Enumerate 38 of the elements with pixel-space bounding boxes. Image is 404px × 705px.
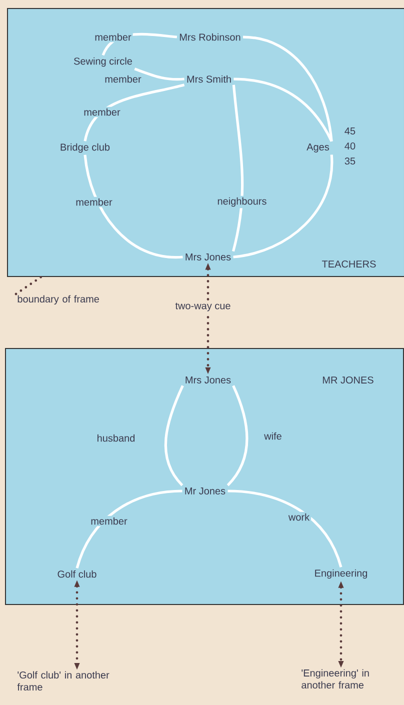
link-line <box>76 490 182 569</box>
edge-label: member <box>93 32 133 42</box>
leader-line <box>14 276 42 296</box>
concept-label: Mr Jones <box>185 488 226 494</box>
edge-label: neighbours <box>216 196 268 208</box>
link-line <box>242 36 333 142</box>
concept-label: Bridge club <box>60 143 110 153</box>
link-line <box>226 385 248 486</box>
note-text: 'Engineering' in another frame <box>302 669 369 689</box>
frame-title: TEACHERS <box>322 260 376 268</box>
link-line <box>232 84 244 252</box>
link-line <box>84 84 185 142</box>
edge-label: wife <box>262 430 284 442</box>
link-line <box>233 154 334 258</box>
age-value: 45 <box>344 128 356 134</box>
link-line <box>228 490 342 568</box>
edge-label: member <box>89 516 129 526</box>
frame-title: MR JONES <box>322 376 374 384</box>
concept-label: Ages <box>306 144 330 152</box>
concept-label: Golf club <box>58 570 96 578</box>
edge-label: two-way cue <box>174 301 232 313</box>
link-line <box>84 154 183 258</box>
age-value: 35 <box>344 157 356 165</box>
edge-label: member <box>74 196 114 208</box>
link-line <box>134 68 184 81</box>
edge-label: member <box>103 74 143 84</box>
note-text: 'Golf club' in another frame <box>17 671 110 691</box>
link-line <box>234 78 333 142</box>
concept-label: Mrs Jones <box>186 254 231 260</box>
link-line <box>164 385 184 486</box>
concept-label: Mrs Jones <box>186 376 231 384</box>
age-value: 40 <box>344 142 356 150</box>
concept-label: Mrs Smith <box>187 75 231 83</box>
concept-label: Mrs Robinson <box>180 33 240 41</box>
concept-label: Sewing circle <box>74 57 132 67</box>
edge-label: member <box>82 106 122 118</box>
concept-label: Engineering <box>315 569 368 579</box>
note-text: boundary of frame <box>18 295 99 305</box>
